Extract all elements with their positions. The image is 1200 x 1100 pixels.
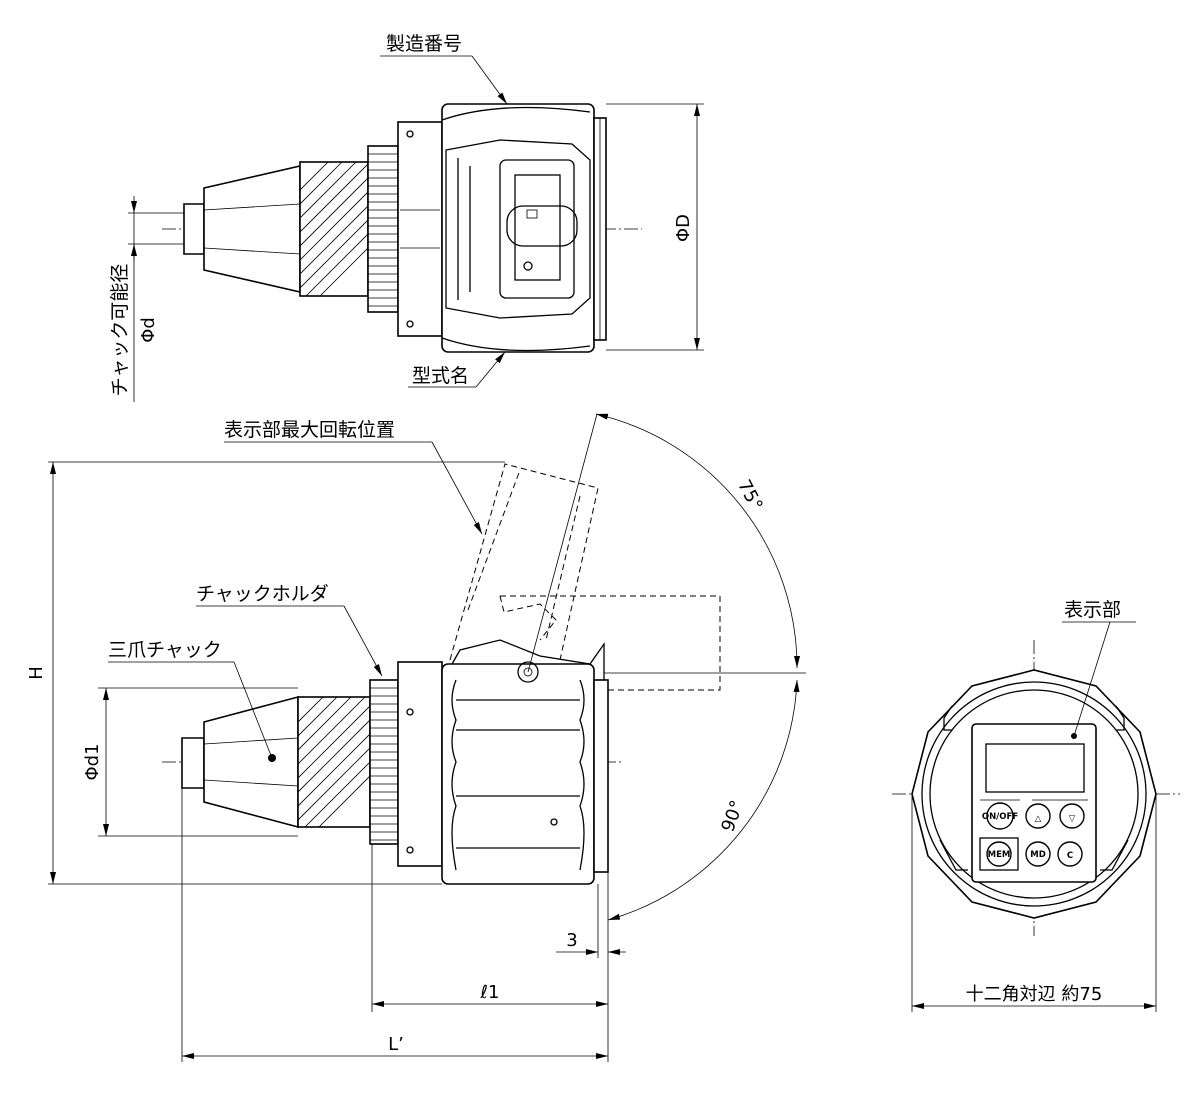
- top-view: ΦD チャック可能径 Φd 製造番号 型式名: [109, 33, 704, 402]
- label-serial-number: 製造番号: [386, 33, 462, 55]
- top-rotation-joint: [506, 205, 578, 247]
- end-lcd-screen: [985, 743, 1085, 793]
- dim-dodecagon-across-flats: 十二角対辺 約75: [966, 984, 1103, 1005]
- side-main-body: [441, 663, 595, 885]
- arc-75deg: [595, 413, 801, 669]
- label-three-jaw-chuck: 三爪チャック: [108, 639, 222, 661]
- top-knurl-lines: [368, 153, 398, 307]
- side-display-75deg-phantom: [449, 463, 599, 661]
- side-sleeve-hatching: [298, 697, 370, 827]
- mem-button[interactable]: MEM: [979, 837, 1019, 871]
- side-chuck-tip: [181, 737, 205, 789]
- svg-text:MD: MD: [1030, 850, 1046, 860]
- dim-angle-90: 90°: [718, 798, 749, 835]
- label-chuck-holder: チャックホルダ: [196, 583, 329, 605]
- c-button[interactable]: C: [1057, 841, 1083, 867]
- dim-phi-D: ΦD: [673, 214, 694, 242]
- dim-phi-d1: Φd1: [82, 743, 103, 780]
- side-view: 75° 90° H Φd1 3 ℓ1 L’ 表示部最大回転位置 チャッ: [26, 413, 806, 1062]
- top-chuck-sleeve: [299, 161, 369, 297]
- side-knurl-lines: [370, 687, 398, 841]
- top-sleeve-hatching: [300, 162, 368, 296]
- top-display-window: [445, 139, 591, 319]
- dim-gap-3: 3: [566, 930, 577, 951]
- md-button[interactable]: MD: [1025, 841, 1051, 867]
- side-chuck-sleeve: [297, 696, 371, 828]
- arc-90deg: [607, 679, 800, 921]
- label-chuck-capacity: チャック可能径: [109, 264, 131, 397]
- svg-text:ON/OFF: ON/OFF: [982, 812, 1018, 822]
- top-knurled-ring: [367, 145, 399, 313]
- dim-H: H: [26, 666, 47, 680]
- side-75deg-ref-line: [527, 413, 598, 673]
- up-button[interactable]: △: [1025, 803, 1051, 829]
- side-chuck-holder: [397, 661, 443, 867]
- on-off-button[interactable]: ON/OFF: [982, 802, 1018, 830]
- svg-text:▽: ▽: [1069, 814, 1076, 824]
- dim-L-prime: L’: [388, 1034, 404, 1055]
- down-button[interactable]: ▽: [1059, 803, 1085, 829]
- svg-text:MEM: MEM: [988, 850, 1011, 860]
- side-body-screw: [550, 818, 558, 826]
- side-pivot: [517, 661, 539, 683]
- side-three-jaw-chuck: [203, 695, 299, 829]
- side-knurled-ring: [369, 679, 399, 845]
- top-chuck-holder: [397, 121, 443, 337]
- svg-text:△: △: [1035, 814, 1042, 824]
- side-back-flange: [593, 679, 609, 873]
- label-display-unit: 表示部: [1064, 599, 1121, 621]
- dim-l1: ℓ1: [480, 982, 500, 1003]
- end-inner-circle: [921, 681, 1147, 907]
- dim-phi-d: Φd: [138, 317, 159, 343]
- label-model-name: 型式名: [412, 365, 469, 387]
- label-display-max-rotation: 表示部最大回転位置: [224, 419, 395, 441]
- top-chuck-tip: [183, 203, 205, 255]
- top-chuck-cone: [203, 164, 301, 294]
- dim-angle-75: 75°: [733, 476, 767, 514]
- svg-text:C: C: [1067, 851, 1073, 861]
- end-view: ON/OFF △ ▽ MEM MD C 表示部: [892, 599, 1180, 1012]
